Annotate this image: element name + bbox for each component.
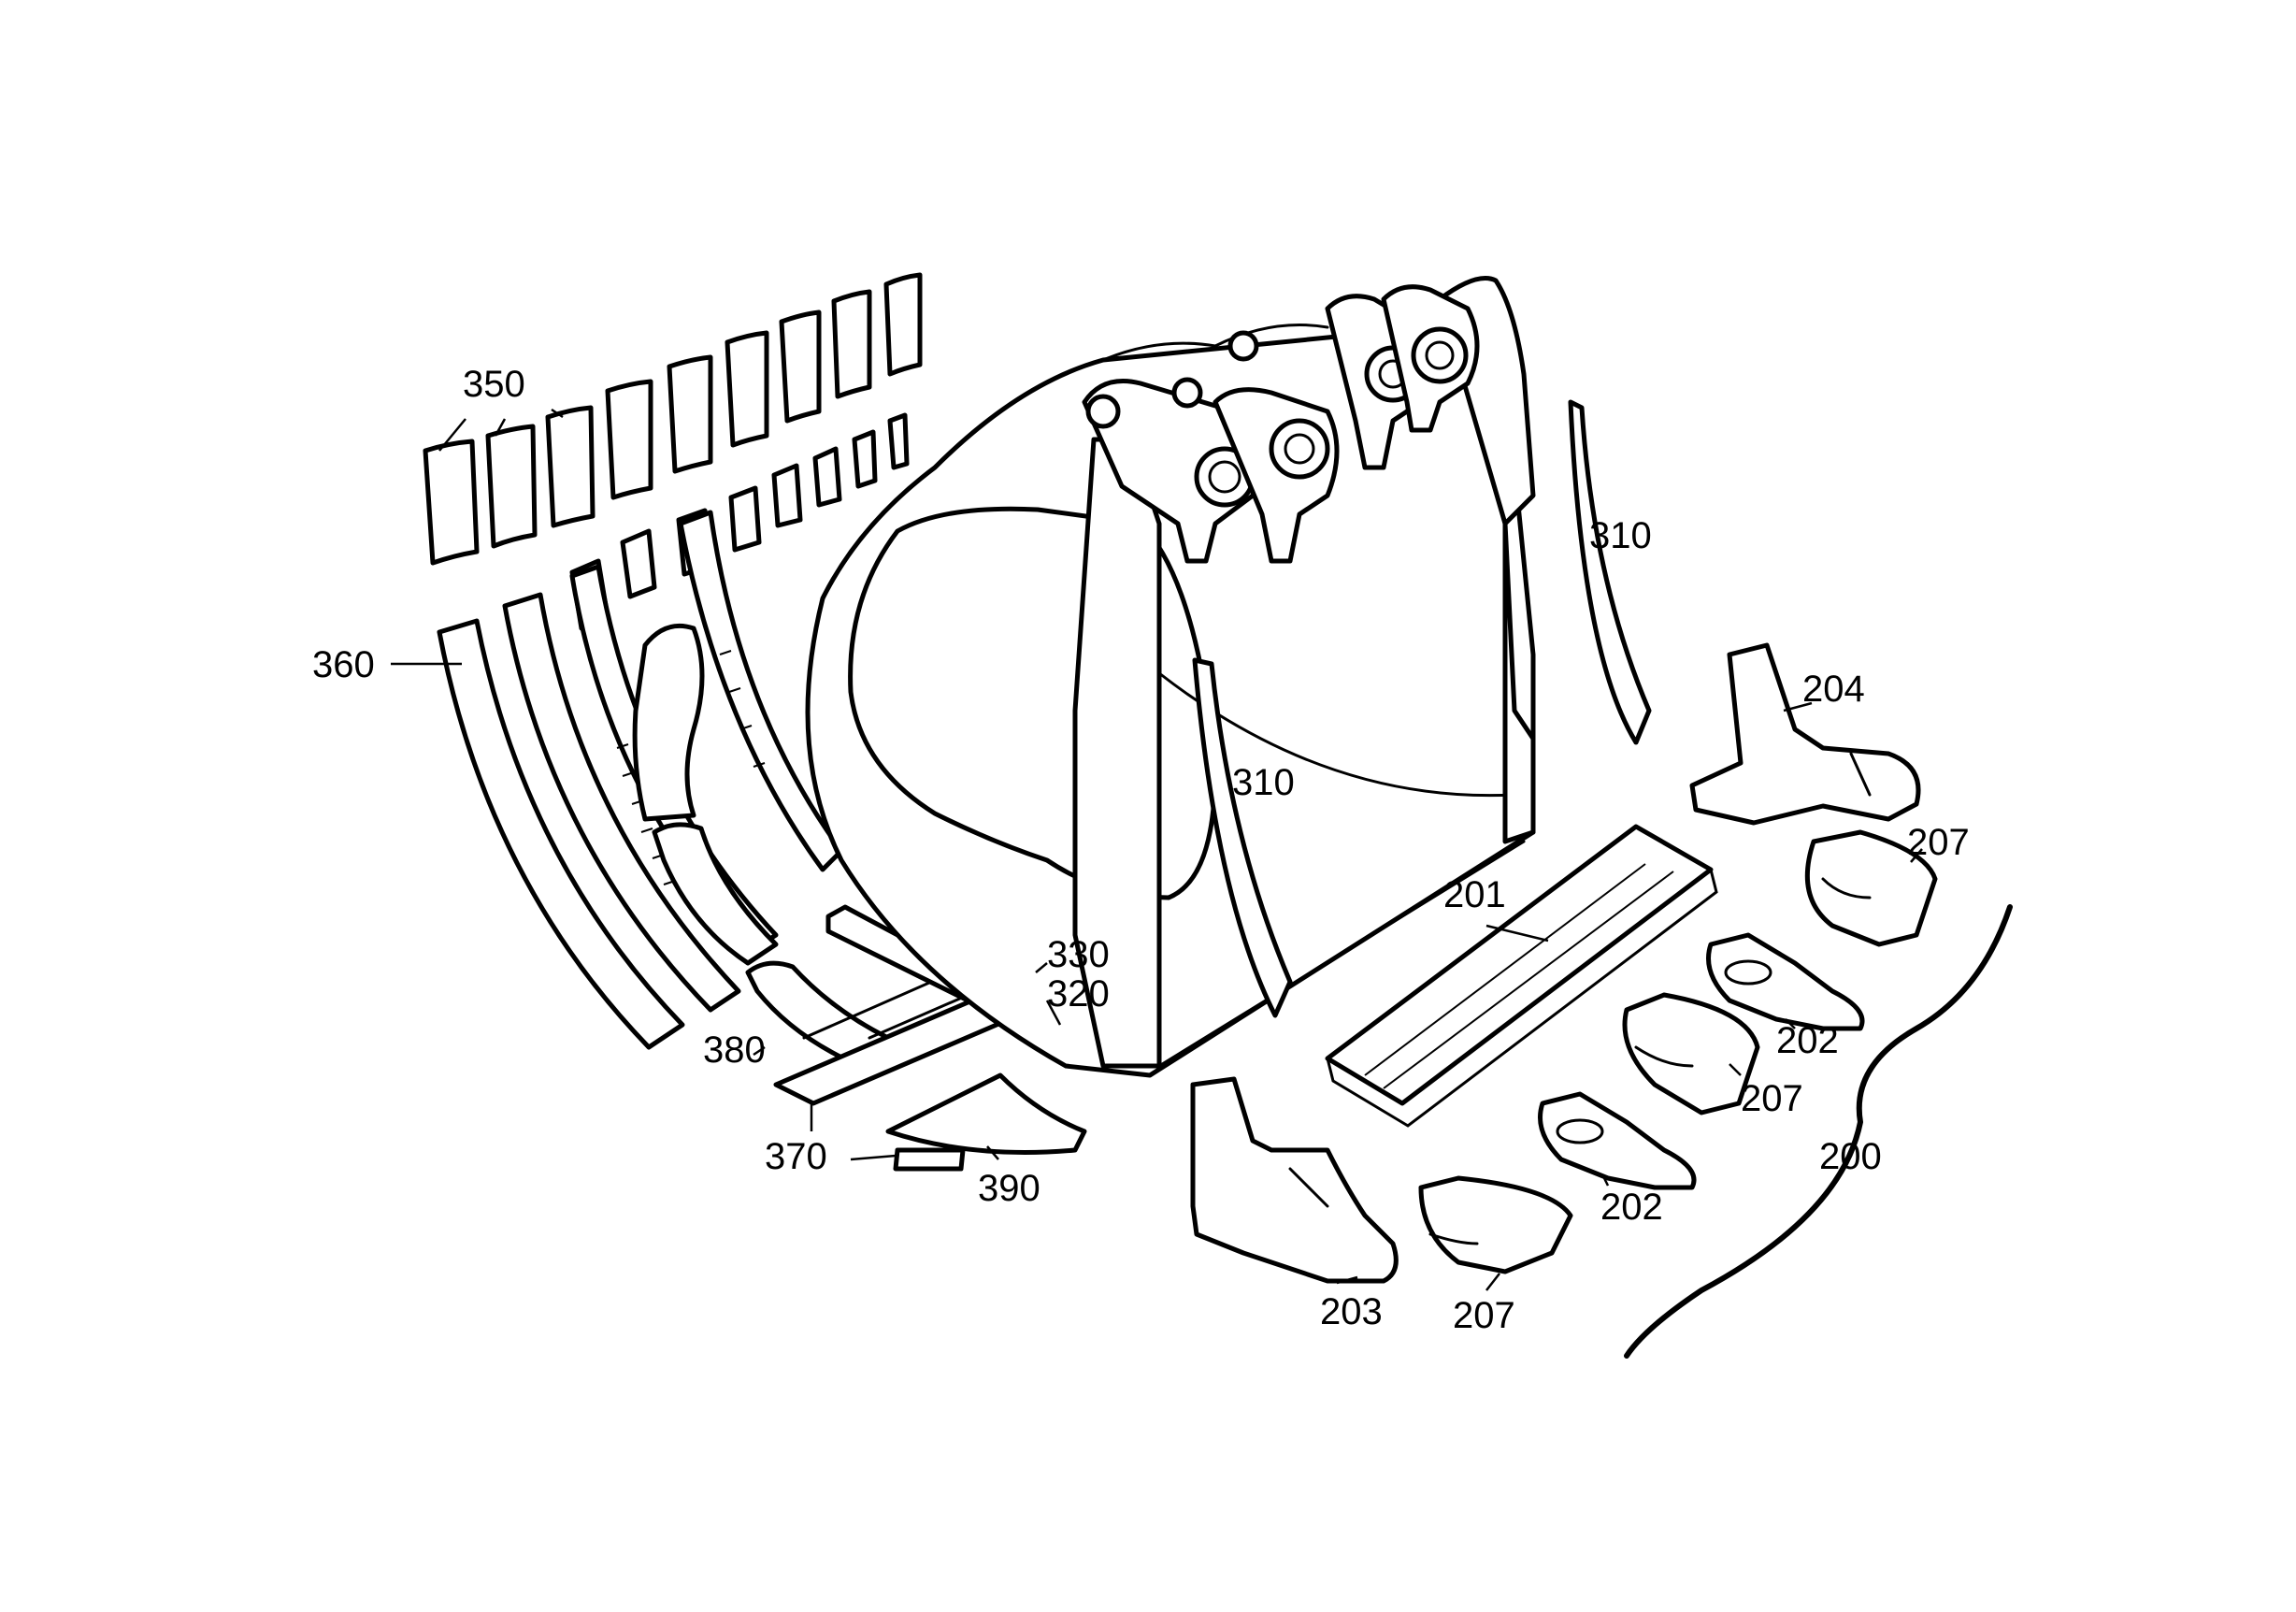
label-350: 350 xyxy=(463,364,525,405)
label-200: 200 xyxy=(1819,1136,1882,1177)
bucket-body xyxy=(805,276,1536,1078)
adapter-202-lower xyxy=(1538,1091,1697,1190)
side-reinforcements-380 xyxy=(632,623,891,1069)
corner-adapter-203 xyxy=(1190,1076,1399,1284)
side-cutter-310-right xyxy=(1568,399,1652,745)
label-207-bottom: 207 xyxy=(1453,1295,1515,1336)
label-207-mid: 207 xyxy=(1741,1078,1803,1119)
label-390: 390 xyxy=(978,1168,1040,1209)
side-cutter-310-left xyxy=(1192,657,1293,1018)
side-liners-360 xyxy=(437,510,844,1050)
label-370: 370 xyxy=(765,1136,827,1177)
label-380: 380 xyxy=(703,1029,766,1071)
reference-labels: 350 360 310 310 204 207 201 330 320 380 … xyxy=(312,364,1970,1336)
label-207-top: 207 xyxy=(1907,822,1970,863)
label-330: 330 xyxy=(1047,934,1110,975)
label-204: 204 xyxy=(1802,669,1865,710)
leader-lines xyxy=(391,408,1923,1291)
label-203: 203 xyxy=(1320,1291,1383,1332)
label-201: 201 xyxy=(1443,874,1506,915)
label-202-lower: 202 xyxy=(1600,1187,1663,1228)
group-bracket-200 xyxy=(1624,904,2013,1359)
tooth-207-bottom xyxy=(1418,1175,1573,1274)
label-202-upper: 202 xyxy=(1776,1020,1839,1061)
cutting-edge-201 xyxy=(1325,824,1718,1128)
label-360: 360 xyxy=(312,644,375,685)
hinge-brackets xyxy=(1082,284,1480,564)
tooth-207-mid xyxy=(1622,992,1760,1115)
tooth-207-top xyxy=(1804,829,1938,947)
label-310-right: 310 xyxy=(1589,515,1652,556)
label-310-left: 310 xyxy=(1232,762,1295,803)
wear-tiles-350 xyxy=(423,272,923,566)
corner-adapter-204 xyxy=(1689,642,1921,826)
adapter-202-upper xyxy=(1706,932,1865,1031)
label-320: 320 xyxy=(1047,973,1110,1015)
